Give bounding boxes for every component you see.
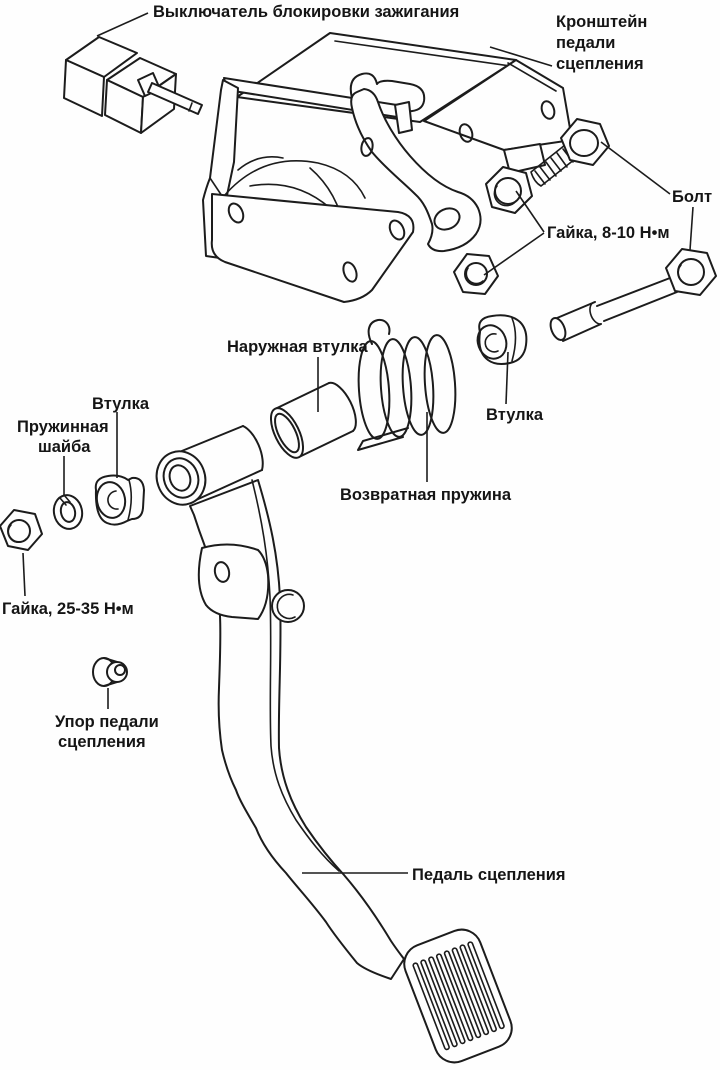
label-bracket-line1: Кронштейн [556, 13, 647, 31]
label-pedal-stop-line1: Упор педали [55, 713, 159, 731]
ignition-switch-drawing [63, 36, 203, 134]
pedal-bracket-drawing [202, 32, 573, 303]
leader-ignition-switch [96, 12, 149, 37]
spring-bottom-tail [357, 427, 409, 451]
label-clutch-pedal: Педаль сцепления [412, 866, 566, 884]
labels: Выключатель блокировки зажигания Кронште… [2, 3, 712, 884]
spring-top-hook [367, 318, 391, 345]
outer-bushing-drawing [269, 381, 357, 459]
leader-nut-upper-b [483, 232, 545, 276]
short-bolt-drawing [530, 118, 610, 187]
return-spring-drawing [357, 318, 457, 451]
nut-25-35-drawing [0, 509, 43, 551]
label-bracket-line2: педали [556, 34, 615, 52]
nut-8-10-lower-drawing [453, 253, 499, 295]
switch-blade [147, 82, 203, 115]
pedal-pad-drawing [403, 928, 513, 1064]
pedal-arm-tab [197, 543, 270, 620]
label-nut-25-35: Гайка, 25-35 Н•м [2, 600, 134, 618]
leader-bushing-right [505, 351, 509, 405]
bushing-right-drawing [476, 314, 528, 365]
leader-nut-upper-a [515, 190, 545, 233]
label-bushing-left: Втулка [92, 395, 150, 413]
spring-washer-drawing [52, 494, 84, 530]
pedal-stop-drawing [92, 657, 128, 687]
label-outer-bushing: Наружная втулка [227, 338, 369, 356]
label-ignition-switch: Выключатель блокировки зажигания [153, 3, 459, 21]
label-nut-8-10: Гайка, 8-10 Н•м [547, 224, 670, 242]
bracket-lower-tab [503, 143, 546, 174]
label-bushing-right: Втулка [486, 406, 544, 424]
clutch-pedal-arm-drawing [155, 425, 405, 980]
leader-nut-pivot [22, 552, 26, 597]
leader-bolt-upper [600, 141, 671, 195]
long-bolt-drawing [549, 248, 717, 342]
label-pedal-stop-line2: сцепления [58, 733, 146, 751]
short-bolt-head [560, 118, 610, 166]
leader-lines [22, 12, 694, 874]
label-spring-washer-line2: шайба [38, 438, 91, 456]
long-bolt-head [665, 248, 717, 296]
bracket-front-flange [210, 193, 415, 303]
label-spring-washer-line1: Пружинная [17, 418, 109, 436]
leader-bolt-lower [689, 206, 694, 251]
bushing-left-drawing [94, 474, 145, 526]
leader-bracket [489, 46, 553, 67]
label-bolt: Болт [672, 188, 712, 206]
nut-8-10-upper-drawing [485, 166, 533, 214]
label-return-spring: Возвратная пружина [340, 486, 512, 504]
pedal-pad-ribs [412, 941, 505, 1051]
label-bracket-line3: сцепления [556, 55, 644, 73]
